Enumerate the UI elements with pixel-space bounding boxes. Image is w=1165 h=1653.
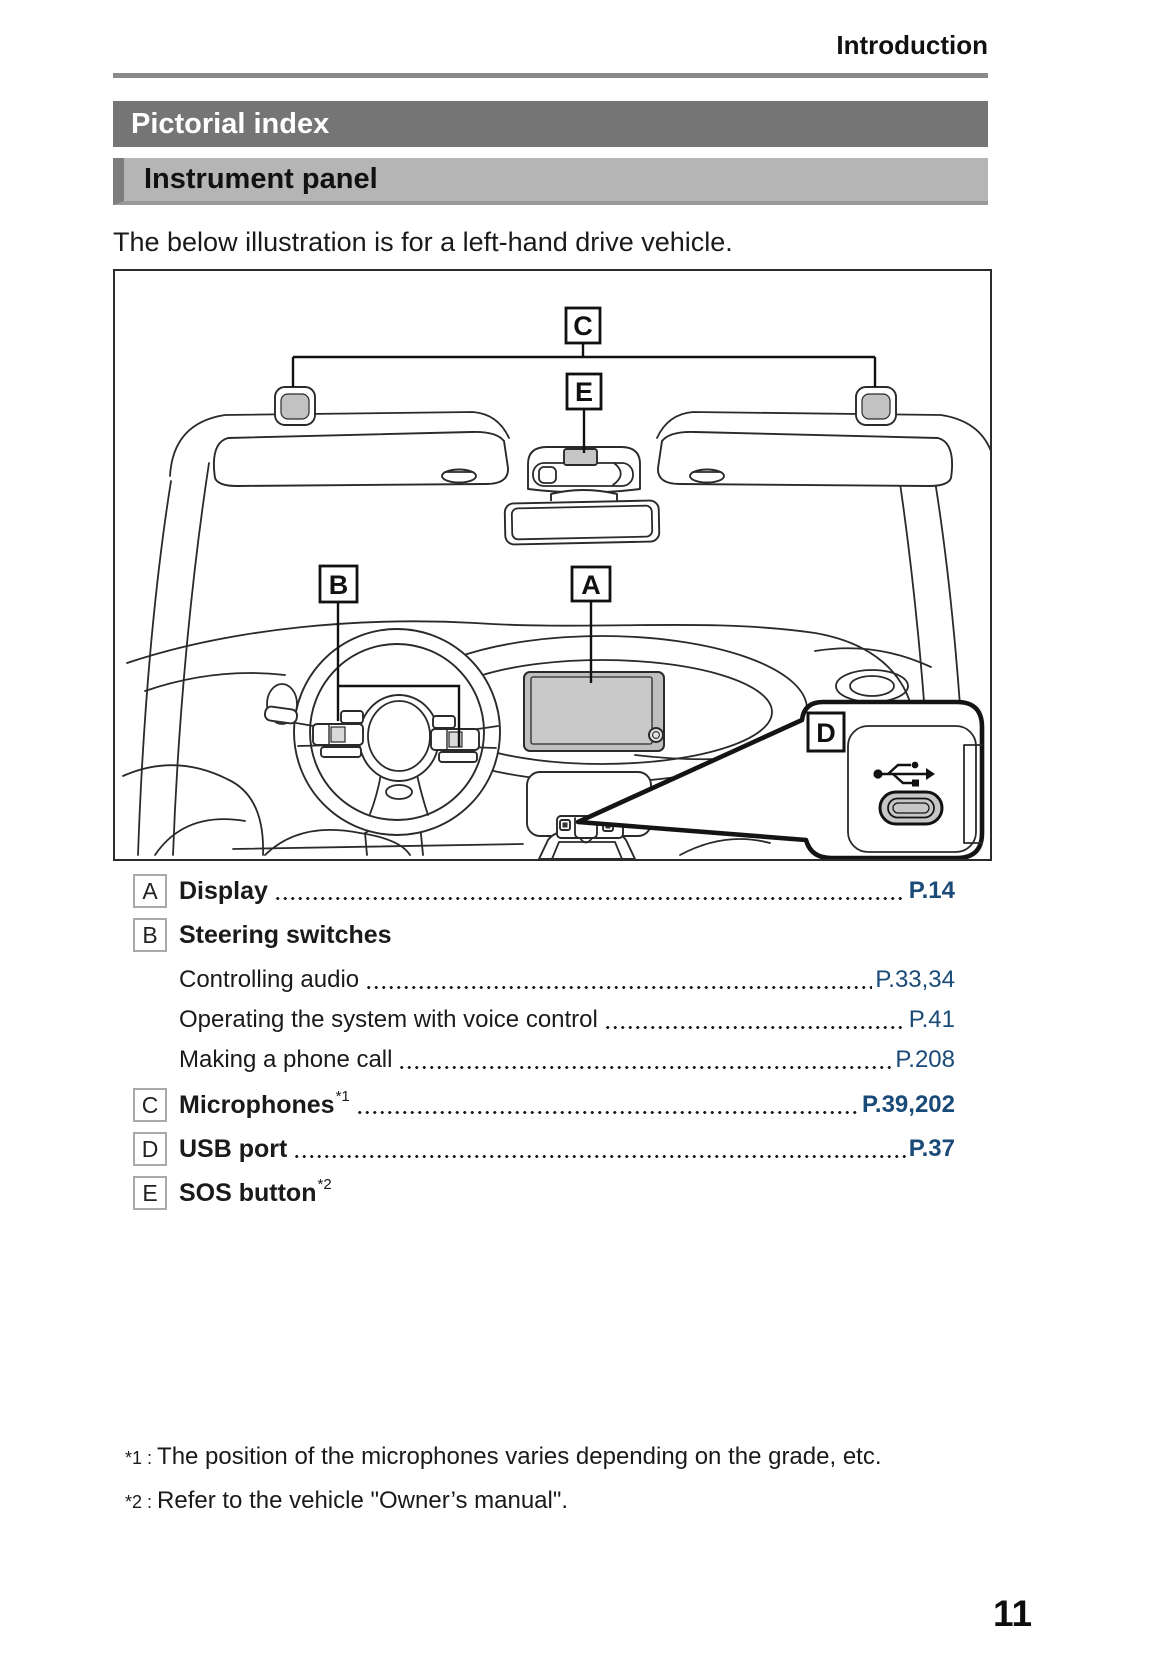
index-letter-c: C xyxy=(133,1088,167,1122)
usb-c-port xyxy=(878,790,944,826)
index-letter-d: D xyxy=(133,1132,167,1166)
index-letter-e: E xyxy=(133,1176,167,1210)
footnote-ref-2: *2 xyxy=(317,1175,332,1193)
index-label: Display xyxy=(179,876,268,905)
page-ref[interactable]: P.14 xyxy=(908,877,955,904)
footnote-ref-1: *1 xyxy=(335,1087,350,1105)
callout-box-c xyxy=(564,306,602,345)
dot-leader xyxy=(273,894,906,902)
callout-box-e xyxy=(565,372,603,411)
index-entry-usb-port: D USB port P.37 xyxy=(133,1131,955,1167)
display-screen xyxy=(523,671,665,752)
page-ref[interactable]: P.39,202 xyxy=(862,1091,955,1118)
index-letter-a: A xyxy=(133,874,167,908)
sos-button xyxy=(563,448,598,466)
banner-instrument-panel: Instrument panel xyxy=(113,158,988,205)
index-letter-b: B xyxy=(133,918,167,952)
usb-inset: D xyxy=(575,699,985,859)
callout-b-label: B xyxy=(329,570,349,600)
intro-text: The below illustration is for a left-han… xyxy=(113,227,733,257)
index-subentry-controlling-audio: Controlling audio P.33,34 xyxy=(133,963,955,997)
dot-leader xyxy=(365,983,873,991)
dot-leader xyxy=(398,1063,893,1071)
dot-leader xyxy=(603,1023,906,1031)
index-sub-label: Making a phone call xyxy=(179,1046,393,1073)
dashboard-illustration: D xyxy=(122,306,990,859)
callout-c-label: C xyxy=(573,311,593,341)
microphone-right xyxy=(855,386,897,426)
index-label: USB port xyxy=(179,1134,288,1163)
footnote-2: *2 : Refer to the vehicle "Owner’s manua… xyxy=(125,1487,988,1515)
index-entry-steering-switches: B Steering switches xyxy=(133,917,955,953)
index-label: Microphones xyxy=(179,1090,335,1119)
index-entry-sos-button: E SOS button *2 xyxy=(133,1175,955,1211)
rearview-mirror xyxy=(503,489,661,546)
callout-lines xyxy=(291,343,877,747)
sun-visor-left xyxy=(212,430,509,487)
dot-leader xyxy=(355,1108,859,1116)
footnotes: *1 : The position of the microphones var… xyxy=(113,1443,988,1515)
callout-boxes: C E B A xyxy=(318,306,612,604)
index-sub-label: Controlling audio xyxy=(179,966,360,993)
index-entry-microphones: C Microphones *1 P.39,202 xyxy=(133,1087,955,1123)
usb-icon xyxy=(873,761,935,787)
page-ref[interactable]: P.41 xyxy=(908,1006,955,1033)
sun-visor-right xyxy=(657,430,954,487)
section-header: Introduction xyxy=(836,30,988,60)
callout-d-label: D xyxy=(816,718,836,748)
callout-a-label: A xyxy=(581,570,601,600)
instrument-panel-figure: D xyxy=(113,269,992,861)
index-label: SOS button xyxy=(179,1178,317,1207)
index-sub-label: Operating the system with voice control xyxy=(179,1006,598,1033)
callout-e-label: E xyxy=(575,377,593,407)
pictorial-index-list: A Display P.14 B Steering switches Contr… xyxy=(113,873,988,1211)
callout-box-d xyxy=(806,711,846,753)
page-ref[interactable]: P.208 xyxy=(895,1046,955,1073)
page-ref[interactable]: P.33,34 xyxy=(875,966,955,993)
footnote-marker: *1 : xyxy=(125,1448,158,1468)
footnote-text: The position of the microphones varies d… xyxy=(157,1443,882,1470)
footnote-marker: *2 : xyxy=(125,1492,158,1512)
header-divider xyxy=(113,73,988,78)
overhead-console xyxy=(527,446,641,494)
callout-box-a xyxy=(570,565,612,603)
dot-leader xyxy=(293,1152,906,1160)
index-label: Steering switches xyxy=(179,920,392,949)
footnote-text: Refer to the vehicle "Owner’s manual". xyxy=(157,1487,569,1514)
index-entry-display: A Display P.14 xyxy=(133,873,955,909)
page-ref[interactable]: P.37 xyxy=(908,1135,955,1162)
callout-box-b xyxy=(318,564,359,604)
index-subentry-voice-control: Operating the system with voice control … xyxy=(133,1003,955,1037)
microphone-left xyxy=(274,386,316,426)
footnote-1: *1 : The position of the microphones var… xyxy=(125,1443,988,1471)
index-subentry-phone-call: Making a phone call P.208 xyxy=(133,1043,955,1077)
steering-switches-left xyxy=(312,710,364,758)
banner-pictorial-index: Pictorial index xyxy=(113,101,988,147)
page-number: 11 xyxy=(993,1593,1033,1634)
steering-wheel xyxy=(264,628,501,836)
